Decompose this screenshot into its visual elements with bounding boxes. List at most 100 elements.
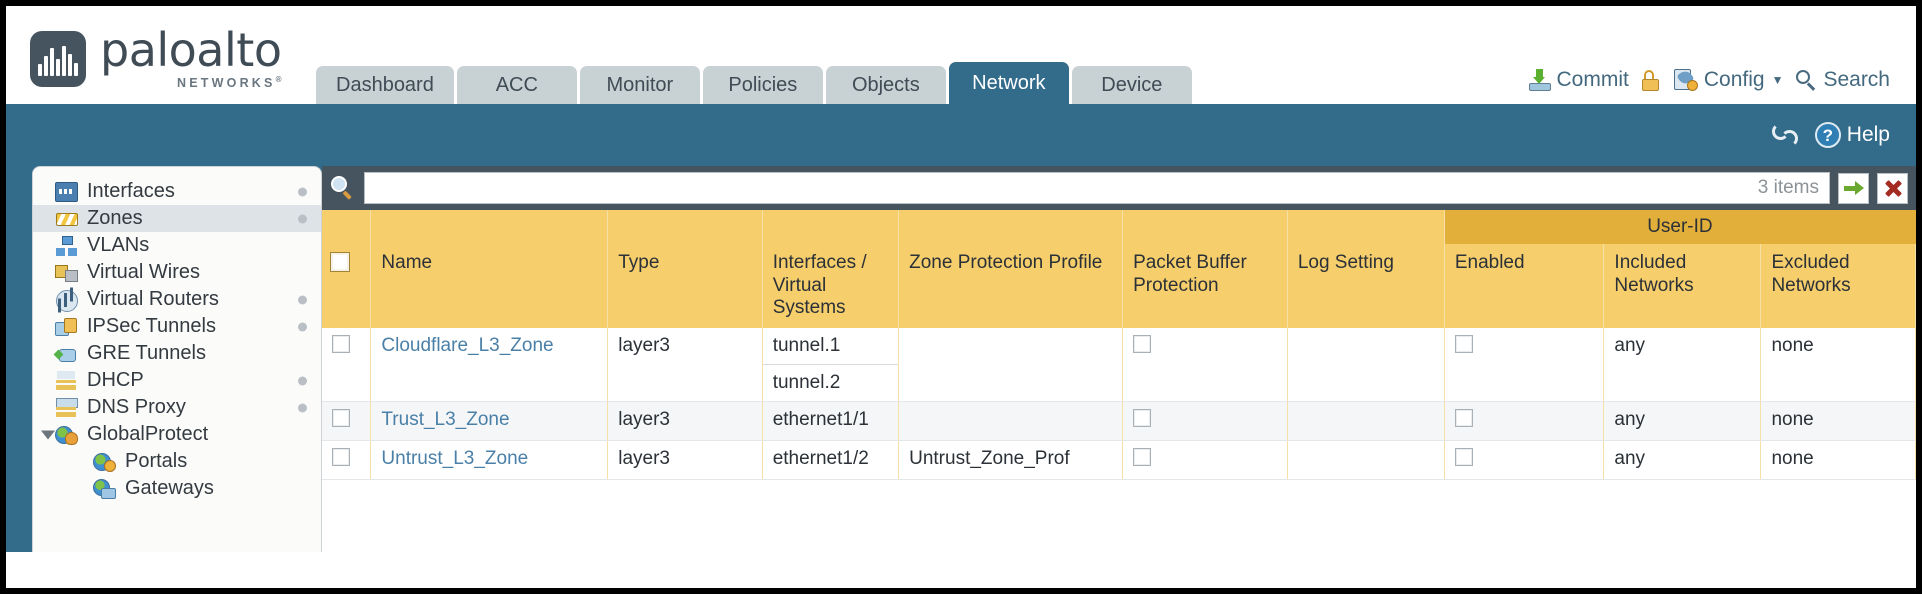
zones-main-panel: 3 items <box>322 166 1916 552</box>
help-label: Help <box>1846 123 1890 146</box>
expander-triangle-icon[interactable] <box>41 430 55 439</box>
col-header-excluded-networks[interactable]: Excluded Networks <box>1760 244 1916 328</box>
col-header-interfaces[interactable]: Interfaces / Virtual Systems <box>762 244 900 328</box>
commit-label: Commit <box>1556 68 1629 91</box>
row-select-cell <box>322 440 372 480</box>
sidebar-status-dot <box>298 187 307 196</box>
col-header-packet-buffer-protection[interactable]: Packet Buffer Protection <box>1122 244 1288 328</box>
content-area: Interfaces Zones VLANs Virtual Wires Vir… <box>6 166 1916 552</box>
commit-button[interactable]: Commit <box>1528 68 1629 92</box>
config-menu-button[interactable]: Config ▼ <box>1673 68 1783 92</box>
zones-table: User-ID Name Type Interfaces / Virtual S… <box>322 210 1916 480</box>
sidebar-item-portals[interactable]: Portals <box>33 448 321 475</box>
cell-user-id-enabled <box>1444 440 1605 480</box>
zone-name-link[interactable]: Untrust_L3_Zone <box>381 447 529 469</box>
config-lock-button[interactable] <box>1641 69 1661 91</box>
tab-dashboard[interactable]: Dashboard <box>316 66 454 104</box>
sidebar-item-dns-proxy[interactable]: DNS Proxy <box>33 394 321 421</box>
interface-entry: tunnel.2 <box>772 371 841 393</box>
cell-packet-buffer-protection <box>1122 327 1288 402</box>
row-checkbox[interactable] <box>332 447 350 466</box>
sidebar-item-gre-tunnels[interactable]: GRE Tunnels <box>33 340 321 367</box>
cell-included-networks: any <box>1603 440 1762 480</box>
filter-search-input[interactable]: 3 items <box>364 172 1830 204</box>
table-row[interactable]: Cloudflare_L3_Zone layer3 tunnel.1 tunne… <box>322 327 1916 402</box>
user-id-enabled-checkbox[interactable] <box>1454 408 1473 427</box>
cell-log-setting <box>1287 440 1445 480</box>
cell-user-id-enabled <box>1444 327 1605 402</box>
tab-network[interactable]: Network <box>948 62 1069 104</box>
commit-icon <box>1528 69 1551 91</box>
cell-type: layer3 <box>607 401 763 441</box>
tab-policies[interactable]: Policies <box>702 66 823 104</box>
table-row[interactable]: Trust_L3_Zone layer3 ethernet1/1 <box>322 401 1916 441</box>
packet-buffer-protection-checkbox[interactable] <box>1133 334 1152 353</box>
row-checkbox[interactable] <box>332 408 350 427</box>
col-header-log-setting[interactable]: Log Setting <box>1287 244 1445 328</box>
vlans-icon <box>55 235 78 256</box>
config-label: Config <box>1703 68 1765 91</box>
zones-icon <box>55 209 78 229</box>
cell-type: layer3 <box>607 327 763 402</box>
refresh-icon[interactable] <box>1771 123 1798 147</box>
unlocked-padlock-icon <box>1641 69 1661 91</box>
search-button[interactable]: Search <box>1796 68 1890 92</box>
sidebar-item-interfaces[interactable]: Interfaces <box>33 178 321 205</box>
user-id-enabled-checkbox[interactable] <box>1454 334 1473 353</box>
sidebar-item-vlans[interactable]: VLANs <box>33 232 321 259</box>
tab-acc[interactable]: ACC <box>456 66 577 104</box>
cell-type: layer3 <box>607 440 763 480</box>
user-id-enabled-checkbox[interactable] <box>1454 447 1473 466</box>
tab-objects[interactable]: Objects <box>825 66 946 104</box>
row-checkbox[interactable] <box>332 334 350 353</box>
sidebar-status-dot <box>298 403 307 412</box>
sidebar-item-zones[interactable]: Zones <box>33 205 321 232</box>
top-action-bar: Commit Config ▼ Search <box>1528 68 1916 104</box>
table-header-row: Name Type Interfaces / Virtual Systems Z… <box>322 244 1916 328</box>
sidebar-item-gateways[interactable]: Gateways <box>33 475 321 502</box>
top-header-bar: paloalto NETWORKS® Dashboard ACC Monitor… <box>6 6 1916 104</box>
sidebar-item-dhcp[interactable]: DHCP <box>33 367 321 394</box>
network-sidebar: Interfaces Zones VLANs Virtual Wires Vir… <box>32 166 322 552</box>
clear-filter-button[interactable] <box>1877 172 1908 204</box>
help-button[interactable]: ? Help <box>1814 122 1890 148</box>
col-header-type[interactable]: Type <box>607 244 763 328</box>
sidebar-item-virtual-wires[interactable]: Virtual Wires <box>33 259 321 286</box>
gateways-icon <box>93 478 116 499</box>
sidebar-item-label: Virtual Wires <box>87 261 200 283</box>
sidebar-item-virtual-routers[interactable]: Virtual Routers <box>33 286 321 313</box>
sidebar-status-dot <box>298 376 307 385</box>
brand-sub: NETWORKS® <box>177 75 282 91</box>
col-header-zone-protection-profile[interactable]: Zone Protection Profile <box>898 244 1124 328</box>
col-header-enabled[interactable]: Enabled <box>1444 244 1605 328</box>
main-nav-tabs: Dashboard ACC Monitor Policies Objects N… <box>316 62 1192 104</box>
sidebar-item-label: IPSec Tunnels <box>87 315 216 337</box>
sidebar-item-ipsec-tunnels[interactable]: IPSec Tunnels <box>33 313 321 340</box>
col-header-included-networks[interactable]: Included Networks <box>1603 244 1762 328</box>
red-x-icon <box>1883 178 1903 198</box>
zone-name-link[interactable]: Cloudflare_L3_Zone <box>381 334 554 356</box>
item-count-label: 3 items <box>1757 177 1819 198</box>
select-all-checkbox[interactable] <box>330 252 350 273</box>
sidebar-item-label: Virtual Routers <box>87 288 219 310</box>
dhcp-icon <box>55 370 78 391</box>
packet-buffer-protection-checkbox[interactable] <box>1133 408 1152 427</box>
tab-device[interactable]: Device <box>1071 66 1192 104</box>
apply-filter-button[interactable] <box>1838 172 1869 204</box>
col-header-name[interactable]: Name <box>370 244 609 328</box>
interfaces-icon <box>55 181 78 202</box>
green-arrow-icon <box>1843 181 1864 195</box>
paloalto-logo-mark-icon <box>30 30 86 87</box>
search-label: Search <box>1823 68 1890 91</box>
packet-buffer-protection-checkbox[interactable] <box>1133 447 1152 466</box>
sidebar-item-globalprotect[interactable]: GlobalProtect <box>33 421 321 448</box>
sidebar-item-label: DHCP <box>87 369 144 391</box>
tab-monitor[interactable]: Monitor <box>579 66 700 104</box>
table-row[interactable]: Untrust_L3_Zone layer3 ethernet1/2 Untru… <box>322 440 1916 480</box>
zone-name-link[interactable]: Trust_L3_Zone <box>381 408 510 430</box>
interface-entry: tunnel.1 <box>762 328 899 365</box>
cell-name: Untrust_L3_Zone <box>370 440 609 480</box>
row-select-cell <box>322 327 372 402</box>
table-group-header-row: User-ID <box>322 210 1916 245</box>
